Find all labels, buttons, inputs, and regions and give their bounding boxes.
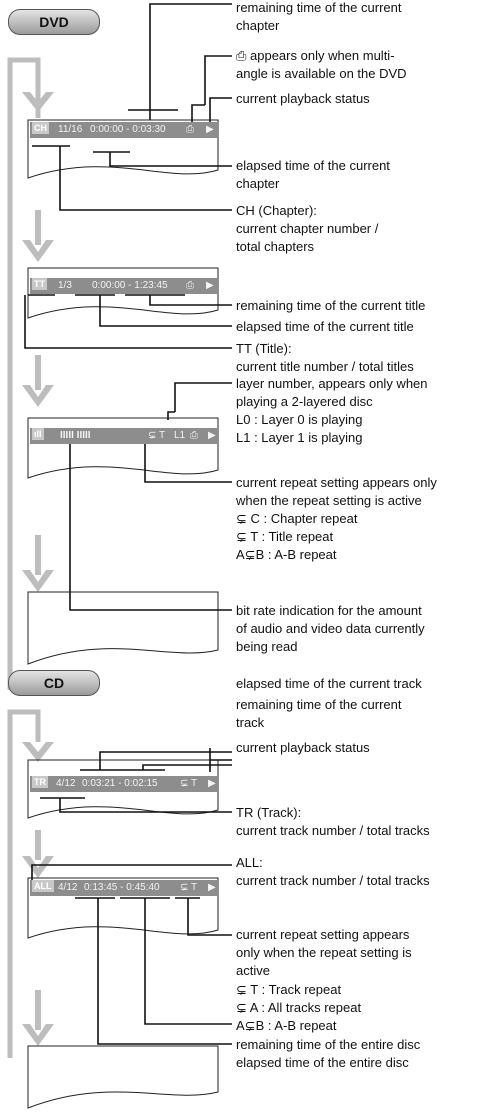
- label: elapsed time of the current title: [236, 319, 414, 334]
- repeat-indicator: ⊊ T: [148, 430, 166, 441]
- label: being read: [236, 639, 298, 654]
- label: total chapters: [236, 239, 315, 254]
- label: elapsed time of the current: [236, 158, 390, 173]
- play-icon: ▶: [206, 124, 214, 135]
- label: bit rate indication for the amount: [236, 603, 422, 618]
- label: track: [236, 715, 265, 730]
- label: angle is available on the DVD: [236, 66, 407, 81]
- label: ⊊ T : Title repeat: [236, 529, 334, 544]
- label: chapter: [236, 176, 280, 191]
- cd-track-screen: TR 4/12 0:03:21 - 0:02:15 ⊊ T ▶: [30, 776, 218, 792]
- play-icon: ▶: [208, 778, 216, 789]
- dvd-title-screen: TT 1/3 0:00:00 - 1:23:45 ⎙ ▶: [30, 278, 218, 294]
- label: current repeat setting appears: [236, 927, 410, 942]
- repeat-indicator: ⊊ T: [180, 882, 198, 893]
- disc-time: 0:13:45 - 0:45:40: [84, 882, 160, 893]
- label: ⎙ appears only when multi-: [236, 48, 395, 63]
- track-number: 4/12: [56, 778, 76, 789]
- dvd-chapter-screen: CH 11/16 0:00:00 - 0:03:30 ⎙ ▶: [30, 122, 218, 138]
- label: TR (Track):: [236, 805, 302, 820]
- label: current track number / total tracks: [236, 823, 430, 838]
- label: playing a 2-layered disc: [236, 394, 373, 409]
- label: when the repeat setting is active: [236, 493, 422, 508]
- label: of audio and video data currently: [236, 621, 425, 636]
- label: A⊊B : A-B repeat: [236, 1018, 337, 1033]
- label: L0 : Layer 0 is playing: [236, 412, 363, 427]
- play-icon: ▶: [206, 280, 214, 291]
- label: L1 : Layer 1 is playing: [236, 430, 363, 445]
- dvd-bitrate-screen: ıll IIIII IIIII ⊊ T L1 ⎙ ▶: [30, 428, 218, 444]
- label: chapter: [236, 18, 280, 33]
- title-time: 0:00:00 - 1:23:45: [92, 280, 168, 291]
- bitrate-bar: IIIII IIIII: [60, 430, 91, 441]
- chapter-chip: CH: [32, 122, 49, 134]
- chapter-time: 0:00:00 - 0:03:30: [90, 124, 166, 135]
- label: ⊊ A : All tracks repeat: [236, 1000, 362, 1015]
- label: current playback status: [236, 740, 370, 755]
- label: current repeat setting appears only: [236, 475, 437, 490]
- chapter-number: 11/16: [58, 124, 83, 135]
- title-chip: TT: [32, 278, 47, 290]
- label: remaining time of the current: [236, 0, 402, 15]
- label: elapsed time of the current track: [236, 676, 422, 691]
- label: ALL:: [236, 855, 263, 870]
- cd-all-screen: ALL 4/12 0:13:45 - 0:45:40 ⊊ T ▶: [30, 880, 218, 896]
- label: only when the repeat setting is: [236, 945, 412, 960]
- label: remaining time of the entire disc: [236, 1037, 421, 1052]
- repeat-indicator: ⊊ T: [180, 778, 198, 789]
- title-number: 1/3: [58, 280, 72, 291]
- all-track-number: 4/12: [58, 882, 78, 893]
- label: TT (Title):: [236, 341, 292, 356]
- label: active: [236, 963, 270, 978]
- bitrate-chip: ıll: [32, 428, 44, 440]
- label: current track number / total tracks: [236, 873, 430, 888]
- track-chip: TR: [32, 776, 48, 788]
- cd-badge: CD: [8, 670, 100, 696]
- label: remaining time of the current title: [236, 298, 426, 313]
- all-chip: ALL: [32, 880, 54, 892]
- label: ⊊ T : Track repeat: [236, 982, 342, 997]
- track-time: 0:03:21 - 0:02:15: [82, 778, 158, 789]
- angle-icon: ⎙: [186, 124, 194, 135]
- label: current chapter number /: [236, 221, 379, 236]
- label: current title number / total titles: [236, 359, 414, 374]
- label: A⊊B : A-B repeat: [236, 547, 337, 562]
- layer-indicator: L1: [174, 430, 186, 441]
- label: layer number, appears only when: [236, 376, 428, 391]
- label: remaining time of the current: [236, 697, 402, 712]
- play-icon: ▶: [208, 430, 216, 441]
- label: ⊊ C : Chapter repeat: [236, 511, 358, 526]
- label: CH (Chapter):: [236, 203, 317, 218]
- play-icon: ▶: [208, 882, 216, 893]
- dvd-badge: DVD: [8, 9, 100, 35]
- angle-icon: ⎙: [186, 280, 194, 291]
- label: current playback status: [236, 91, 370, 106]
- label: elapsed time of the entire disc: [236, 1055, 409, 1070]
- angle-icon: ⎙: [190, 430, 198, 441]
